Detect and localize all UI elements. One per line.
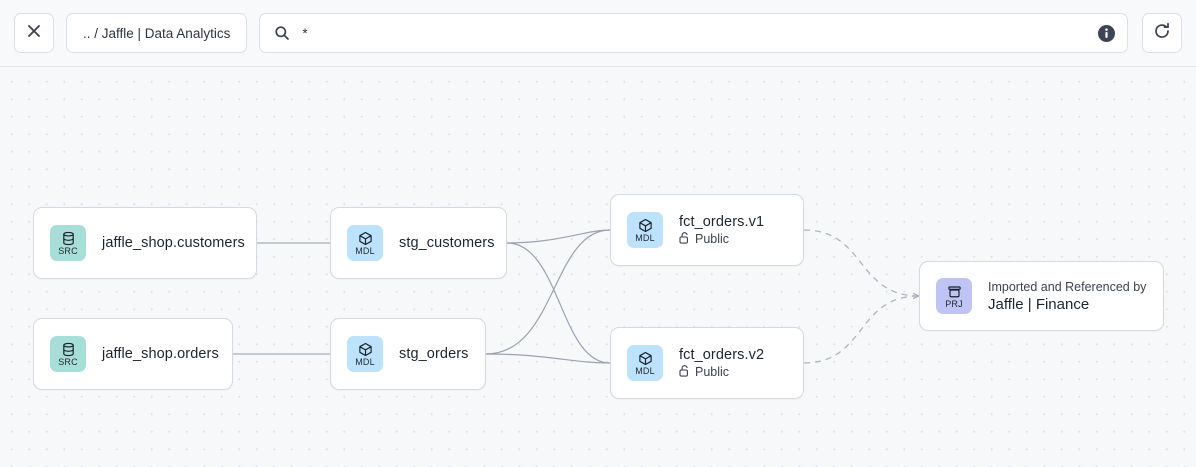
search-icon (274, 25, 290, 41)
close-icon (27, 24, 41, 43)
edge-fctv1-project (803, 229, 919, 296)
badge-label: MDL (635, 232, 655, 243)
refresh-icon (1153, 22, 1171, 45)
search-input[interactable] (302, 25, 1086, 41)
node-body: fct_orders.v1 Public (679, 214, 764, 247)
node-jaffle-shop-orders[interactable]: SRC jaffle_shop.orders (33, 318, 233, 390)
edge-fctv2-project (803, 296, 919, 364)
node-title: fct_orders.v1 (679, 213, 765, 230)
close-button[interactable] (14, 13, 54, 53)
node-title: fct_orders.v2 (679, 346, 765, 363)
badge-mdl: MDL (627, 345, 663, 381)
edge-stgcustomers-fctv2 (506, 242, 611, 364)
node-body: Imported and Referenced by Jaffle | Fina… (988, 280, 1146, 313)
unlock-icon (679, 364, 690, 380)
node-body: stg_customers (399, 235, 495, 251)
node-title: Jaffle | Finance (988, 295, 1090, 313)
node-stg-customers[interactable]: MDL stg_customers (330, 207, 507, 279)
search-field[interactable] (259, 13, 1128, 53)
node-title: jaffle_shop.customers (102, 235, 245, 251)
badge-prj: PRJ (936, 278, 972, 314)
badge-label: MDL (635, 365, 655, 376)
badge-mdl: MDL (347, 336, 383, 372)
badge-src: SRC (50, 225, 86, 261)
node-jaffle-finance-project[interactable]: PRJ Imported and Referenced by Jaffle | … (919, 261, 1164, 331)
cube-icon (358, 231, 373, 246)
badge-label: MDL (355, 356, 375, 367)
project-icon (947, 284, 962, 299)
badge-label: PRJ (945, 298, 963, 309)
node-visibility: Public (679, 364, 764, 380)
badge-label: MDL (355, 245, 375, 256)
node-visibility: Public (679, 231, 764, 247)
node-body: fct_orders.v2 Public (679, 347, 764, 380)
node-title: stg_customers (399, 235, 495, 251)
node-stg-orders[interactable]: MDL stg_orders (330, 318, 486, 390)
database-icon (61, 231, 76, 246)
node-jaffle-shop-customers[interactable]: SRC jaffle_shop.customers (33, 207, 257, 279)
top-toolbar: .. / Jaffle | Data Analytics (0, 0, 1196, 67)
graph-canvas[interactable]: SRC jaffle_shop.customers SRC jaffle_sh (0, 67, 1196, 467)
badge-src: SRC (50, 336, 86, 372)
node-body: jaffle_shop.customers (102, 235, 245, 251)
visibility-label: Public (695, 232, 730, 246)
badge-label: SRC (58, 356, 78, 367)
node-title: stg_orders (399, 346, 469, 362)
node-title: jaffle_shop.orders (102, 346, 219, 362)
database-icon (61, 342, 76, 357)
node-fct-orders-v1[interactable]: MDL fct_orders.v1 Public (610, 194, 804, 266)
unlock-icon (679, 231, 690, 247)
node-fct-orders-v2[interactable]: MDL fct_orders.v2 Public (610, 327, 804, 399)
refresh-button[interactable] (1142, 13, 1182, 53)
node-body: stg_orders (399, 346, 469, 362)
cube-icon (358, 342, 373, 357)
badge-label: SRC (58, 245, 78, 256)
info-icon[interactable] (1098, 24, 1115, 42)
node-kicker: Imported and Referenced by (988, 279, 1147, 294)
edge-stgorders-fctv2 (485, 353, 611, 364)
badge-mdl: MDL (347, 225, 383, 261)
cube-icon (638, 218, 653, 233)
edge-stgcustomers-fctv1 (506, 229, 611, 244)
visibility-label: Public (695, 365, 730, 379)
breadcrumb-label: .. / Jaffle | Data Analytics (83, 25, 231, 41)
breadcrumb[interactable]: .. / Jaffle | Data Analytics (66, 13, 248, 53)
node-body: jaffle_shop.orders (102, 346, 219, 362)
cube-icon (638, 351, 653, 366)
badge-mdl: MDL (627, 212, 663, 248)
